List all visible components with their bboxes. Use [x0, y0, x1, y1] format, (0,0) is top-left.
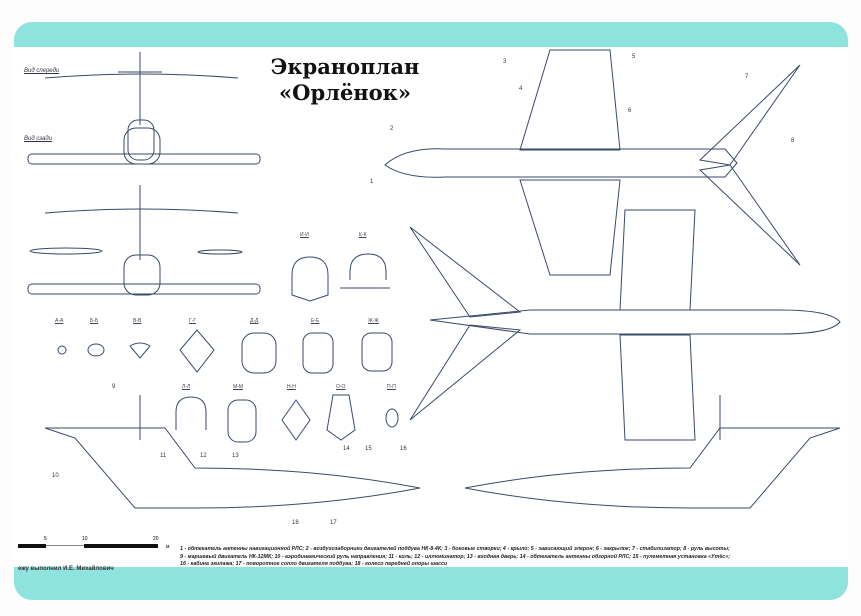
side-view-right [464, 395, 841, 509]
callout-number: 16 [400, 446, 407, 452]
scale-segment [84, 544, 158, 548]
callout-number: 12 [200, 453, 207, 459]
callout-number: 4 [519, 86, 523, 92]
section-label: Г-Г [189, 318, 197, 324]
callout-number: 3 [503, 59, 507, 65]
section-label: Л-Л [182, 384, 191, 390]
section-label: О-О [336, 384, 346, 390]
scale-tick: 10 [82, 536, 88, 542]
section-label: Б-Б [90, 318, 99, 324]
front-view [44, 52, 239, 161]
section-label: М-М [233, 384, 243, 390]
scale-unit: м [166, 544, 170, 550]
callout-number: 14 [343, 446, 350, 452]
callout-number: 7 [745, 74, 749, 80]
scale-segment [18, 544, 46, 548]
top-plan-view [384, 49, 801, 276]
section-label: В-В [133, 318, 142, 324]
callout-number: 2 [390, 126, 394, 132]
rear-view-lower [27, 185, 261, 296]
author-credit: ежу выполнил И.Е. Михайлович [18, 566, 114, 572]
scale-tick: 5 [44, 536, 47, 542]
callout-number: 5 [632, 54, 636, 60]
callout-number: 8 [791, 138, 795, 144]
callout-number: 1 [370, 179, 374, 185]
callout-number: 18 [292, 520, 299, 526]
scale-tick: 20 [153, 536, 159, 542]
scale-bar: 5 10 20 м [18, 536, 178, 556]
cross-sections [57, 253, 399, 443]
section-label: Н-Н [287, 384, 296, 390]
section-label: Ж-Ж [368, 318, 379, 324]
side-view-left [44, 395, 421, 509]
section-label: Д-Д [250, 318, 259, 324]
title-line-1: Экраноплан [270, 54, 420, 79]
card-frame [14, 22, 848, 600]
callout-number: 6 [628, 108, 632, 114]
section-label: Е-Е [311, 318, 320, 324]
rear-view [27, 127, 261, 165]
section-label: А-А [55, 318, 64, 324]
drawing-sheet [14, 47, 848, 567]
title-line-2: «Орлёнок» [279, 80, 411, 105]
callout-number: 17 [330, 520, 337, 526]
callout-number: 15 [365, 446, 372, 452]
callout-number: 13 [232, 453, 239, 459]
section-label: П-П [387, 384, 396, 390]
scale-segment [46, 545, 84, 546]
rear-view-label: Вид сзади [24, 136, 53, 142]
callout-number: 9 [112, 384, 116, 390]
callout-number: 11 [160, 453, 167, 459]
front-view-label: Вид спереди [24, 68, 60, 74]
callout-numbers: 1 2 3 4 5 6 7 8 9 10 11 12 13 14 15 16 1… [52, 54, 795, 526]
legend: 1 - обтекатель антенны навигационной РЛС… [180, 546, 845, 569]
drawing-title: Экраноплан «Орлёнок» [250, 54, 440, 106]
callout-number: 10 [52, 473, 59, 479]
legend-line: 9 - маршевый двигатель НК-12МК; 10 - аэр… [180, 553, 730, 560]
legend-line: 1 - обтекатель антенны навигационной РЛС… [180, 546, 730, 552]
section-label: К-К [359, 232, 367, 238]
legend-line: 16 - кабина экипажа; 17 - поворотное соп… [180, 561, 448, 568]
section-label: И-И [300, 232, 309, 238]
bottom-plan-view [409, 209, 841, 441]
